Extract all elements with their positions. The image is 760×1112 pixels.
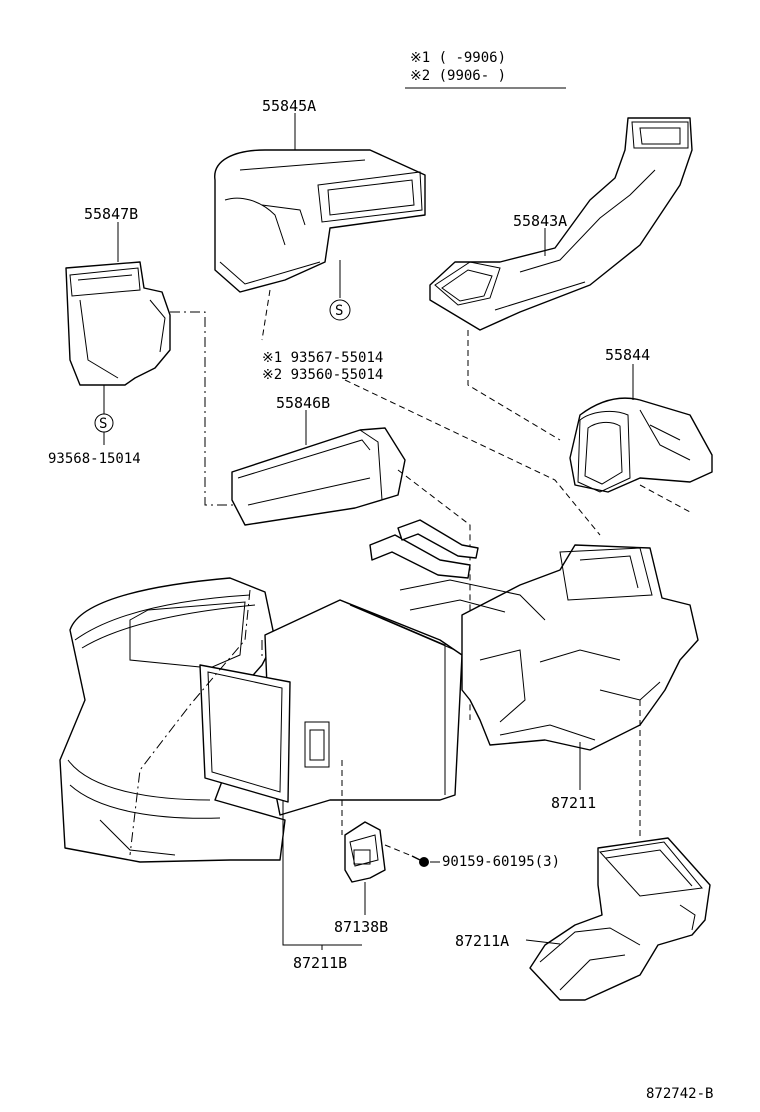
dash-55843a xyxy=(467,330,561,441)
legend-note-1: ※1 ( -9906) xyxy=(410,50,506,66)
screw-90159-drawing xyxy=(411,855,429,867)
screw-s-left-label: S xyxy=(99,416,107,432)
figure-code: 872742-B xyxy=(646,1086,713,1102)
label-93567: ※1 93567-55014 xyxy=(262,350,383,366)
heater-unit-drawing xyxy=(59,519,699,863)
label-93568: 93568-15014 xyxy=(48,451,141,467)
duct-55845a-drawing xyxy=(214,149,426,293)
legend: ※1 ( -9906) ※2 (9906- ) xyxy=(405,50,566,89)
screw-s-top-icon xyxy=(329,299,351,321)
label-55843a: 55843A xyxy=(513,212,567,230)
label-87211: 87211 xyxy=(551,794,596,812)
label-55846b: 55846B xyxy=(276,394,330,412)
duct-55846b-drawing xyxy=(231,427,406,526)
dashdot-housing xyxy=(129,589,251,856)
dash-90159 xyxy=(384,844,413,857)
legend-note-2: ※2 (9906- ) xyxy=(410,68,506,84)
label-55845a: 55845A xyxy=(262,97,316,115)
duct-87211a-drawing xyxy=(529,837,711,1001)
bracket-87211b-left xyxy=(282,800,362,946)
dash-center xyxy=(344,379,601,536)
label-90159: 90159-60195(3) xyxy=(442,854,560,870)
label-87138b: 87138B xyxy=(334,918,388,936)
duct-55843a-drawing xyxy=(429,117,693,331)
label-55847b: 55847B xyxy=(84,205,138,223)
dash-55845a xyxy=(261,289,271,341)
dashdot-55847b xyxy=(170,311,245,506)
label-87211b: 87211B xyxy=(293,954,347,972)
screw-s-top-label: S xyxy=(335,303,343,319)
resistor-87138b-drawing xyxy=(344,821,386,883)
label-87211a: 87211A xyxy=(455,932,509,950)
duct-55847b-drawing xyxy=(65,261,171,386)
label-55844: 55844 xyxy=(605,346,650,364)
duct-55844-drawing xyxy=(569,397,713,493)
leader-87211a xyxy=(525,939,561,945)
dash-55844 xyxy=(639,484,691,513)
label-93560: ※2 93560-55014 xyxy=(262,367,383,383)
